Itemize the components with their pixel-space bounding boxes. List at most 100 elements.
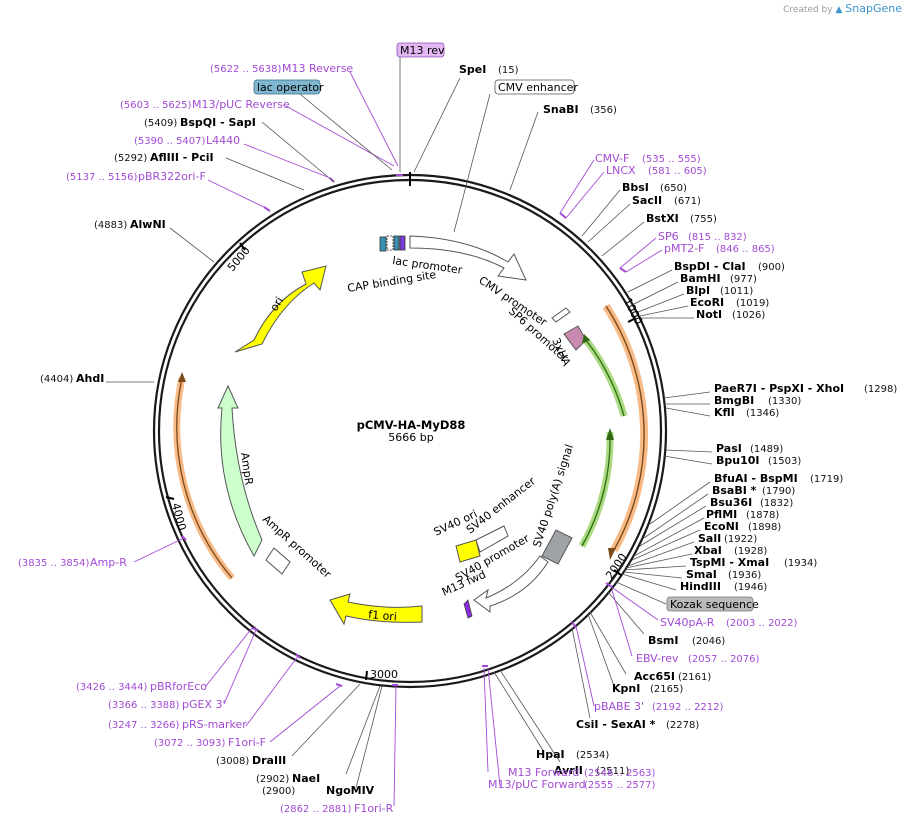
site-pos: (1832) [760, 498, 793, 509]
site-pasi: PasI (1489) [665, 442, 783, 455]
primer-range: (2555 .. 2577) [584, 780, 656, 791]
site-name: AlwNI [130, 218, 166, 231]
tick-3000: 3000 [365, 668, 398, 681]
site-pos: (1934) [784, 558, 817, 569]
site-bmgbi: BmgBI (1330) [666, 394, 801, 407]
site-bfuai-bspmi: BfuAI - BspMI (1719) [649, 472, 843, 525]
site-name: Acc65I [634, 670, 675, 683]
snapgene-brand: SnapGene [845, 2, 902, 15]
primer-name: Amp-R [90, 556, 127, 569]
site-name: BlpI [686, 284, 710, 297]
snapgene-credit: Created by ▲ SnapGene [783, 2, 902, 15]
site-name: PasI [716, 442, 742, 455]
primer-f1ori-r: (2862 .. 2881) F1ori-R [280, 802, 394, 815]
primer-lncx: LNCX (581 .. 605) [606, 164, 707, 177]
kozak-label: Kozak sequence [670, 598, 759, 611]
site-csii-sexai: CsiI - SexAI * (2278) [571, 627, 699, 731]
site-name: AvrII [554, 764, 583, 777]
primer-range: (3072 .. 3093) [154, 738, 226, 749]
site-bsmi: BsmI (2046) [607, 591, 725, 647]
site-avrii: AvrII (2511) [499, 669, 629, 777]
site-pos: (1936) [728, 570, 761, 581]
primer-range: (3366 .. 3388) [108, 700, 180, 711]
site-name: KflI [714, 406, 735, 419]
primer-name: SV40pA-R [660, 616, 715, 629]
site-econi: EcoNI (1898) [631, 520, 781, 561]
site-alwni: AlwNI (4883) [94, 218, 215, 263]
ori-label: ori [268, 295, 287, 314]
site-name: BbsI [622, 181, 649, 194]
site-name: BsmI [648, 634, 679, 647]
site-pos: (1922) [724, 534, 757, 545]
primer-name: SP6 [658, 230, 679, 243]
kozak-box: Kozak sequence [615, 581, 759, 612]
primer-range: (5390 .. 5407) [134, 136, 206, 147]
f1-ori-feature: f1 ori [329, 593, 423, 626]
primer-leader-lines [133, 71, 663, 807]
site-name: BspDI - ClaI [674, 260, 746, 273]
site-name: Bsu36I [710, 496, 752, 509]
site-pos: (1790) [762, 486, 795, 497]
lac-operator-box: lac operator [253, 79, 393, 171]
primer-name: M13/pUC Forward [488, 778, 586, 791]
site-bsabi: BsaBI * (1790) [643, 484, 795, 539]
primer-range: (2546 .. 2563) [584, 768, 656, 779]
site-name: NotI [696, 308, 722, 321]
site-pos: (1928) [734, 546, 767, 557]
site-draiii: DraIII (3008) [216, 683, 361, 767]
primer-amp-r: (3835 .. 3854) Amp-R [18, 556, 127, 569]
site-smai: SmaI (1936) [623, 568, 761, 581]
site-kfli: KflI (1346) [665, 406, 779, 419]
site-pos: (1346) [746, 408, 779, 419]
site-bstxi: BstXI (755) [601, 212, 717, 257]
site-ahdi: AhdI (4404) [40, 372, 154, 385]
site-pos: (4883) [94, 220, 127, 231]
site-xhoi: PaeR7I - PspXI - XhoI (1298) [663, 382, 897, 399]
site-pos: (356) [590, 105, 617, 116]
site-pos: (1503) [768, 456, 801, 467]
m13-fwd-feature: M13 fwd [440, 568, 488, 619]
primer-name: pRS-marker [182, 718, 247, 731]
site-name: AflIII - PciI [150, 151, 214, 164]
primer-range: (846 .. 865) [716, 244, 775, 255]
site-pos: (2161) [678, 672, 711, 683]
site-name: SalI [698, 532, 721, 545]
site-pos: (2278) [666, 720, 699, 731]
site-ngomiv: NgoMIV (2900) [262, 685, 383, 797]
primer-range: (2192 .. 2212) [652, 702, 724, 713]
orf-green-right [578, 334, 628, 548]
site-pos: (650) [660, 183, 687, 194]
site-name: NaeI [292, 772, 320, 785]
site-name: SacII [632, 194, 662, 207]
primer-range: (3835 .. 3854) [18, 558, 90, 569]
tick-label-2000: 2000 [603, 551, 629, 581]
site-pos: (15) [498, 65, 519, 76]
site-name: DraIII [252, 754, 286, 767]
site-pos: (2046) [692, 636, 725, 647]
cap-binding-site-label: CAP binding site [346, 268, 437, 295]
site-pos: (755) [690, 214, 717, 225]
site-bsu36i: Bsu36I (1832) [639, 496, 793, 547]
site-tspmi-xmai: TspMI - XmaI (1934) [623, 556, 817, 571]
primer-m13-reverse: (5622 .. 5638) M13 Reverse [210, 62, 353, 75]
site-name: XbaI [694, 544, 722, 557]
site-name: BmgBI [714, 394, 754, 407]
site-name: BamHI [680, 272, 721, 285]
ampr-promoter-feature: AmpR promoter [260, 513, 334, 581]
primer-name: pGEX 3' [182, 698, 226, 711]
site-acc65i: Acc65I (2161) [589, 611, 711, 683]
site-spei: SpeI (15) [413, 63, 519, 173]
site-name: HindIII [680, 580, 721, 593]
site-bbsi: BbsI (650) [581, 181, 687, 237]
site-pos: (2534) [576, 750, 609, 761]
primer-name: LNCX [606, 164, 636, 177]
ampr-label: AmpR [238, 452, 255, 487]
site-pos: (1019) [736, 298, 769, 309]
site-snabi: SnaBI (356) [509, 103, 617, 191]
site-name: SpeI [459, 63, 486, 76]
primer-range: (535 .. 555) [642, 154, 701, 165]
m13-rev-box: M13 rev [396, 42, 445, 172]
site-pos: (977) [730, 274, 757, 285]
site-pos: (2900) [262, 786, 295, 797]
